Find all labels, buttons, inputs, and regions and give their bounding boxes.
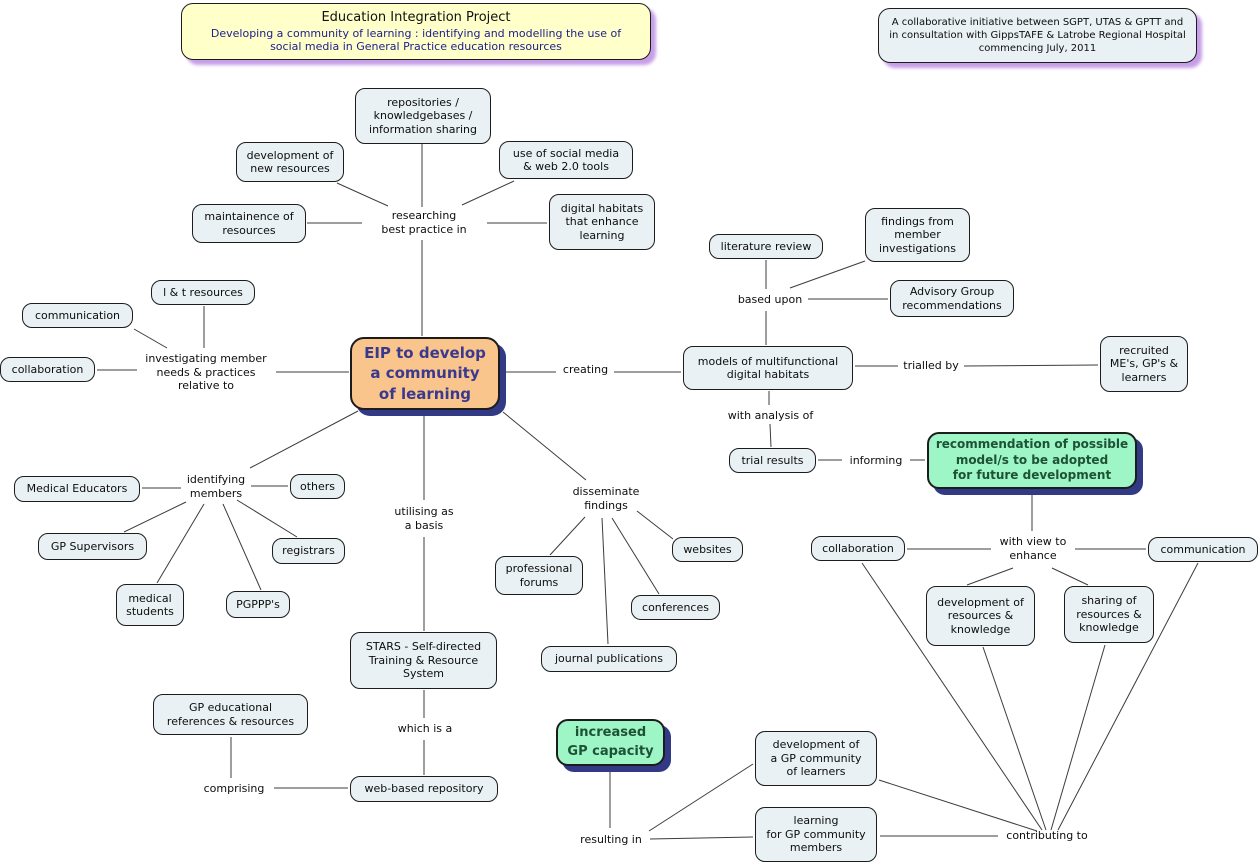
link-with-analysis-of[interactable]: with analysis of <box>727 408 814 422</box>
link-resulting-in[interactable]: resulting in <box>580 832 642 846</box>
node-professional-forums[interactable]: professional forums <box>495 556 583 595</box>
collaboration-info-box[interactable]: A collaborative initiative between SGPT,… <box>878 8 1197 63</box>
link-contributing-to[interactable]: contributing to <box>1006 828 1088 842</box>
node-stars-system[interactable]: STARS - Self-directed Training & Resourc… <box>350 632 497 689</box>
link-informing[interactable]: informing <box>849 453 903 467</box>
node-gp-supervisors[interactable]: GP Supervisors <box>38 533 147 560</box>
node-pgppp[interactable]: PGPPP's <box>226 591 290 618</box>
node-gp-educational-resources[interactable]: GP educational references & resources <box>153 694 308 735</box>
node-models-digital-habitats[interactable]: models of multifunctional digital habita… <box>683 346 853 390</box>
link-which-is-a[interactable]: which is a <box>397 722 453 736</box>
node-medical-students[interactable]: medical students <box>116 584 184 626</box>
node-gp-community-of-learners[interactable]: development of a GP community of learner… <box>755 731 877 786</box>
node-literature-review[interactable]: literature review <box>709 234 823 259</box>
node-recommendation[interactable]: recommendation of possible model/s to be… <box>927 432 1137 489</box>
project-title: Education Integration Project <box>321 9 511 25</box>
node-conferences[interactable]: conferences <box>631 595 720 620</box>
link-with-view-to-enhance[interactable]: with view to enhance <box>999 535 1067 562</box>
node-development-resources-knowledge[interactable]: development of resources & knowledge <box>926 586 1035 646</box>
node-websites[interactable]: websites <box>672 537 743 562</box>
node-communication-left[interactable]: communication <box>22 303 133 328</box>
project-subtitle: Developing a community of learning : ide… <box>210 26 622 53</box>
node-lt-resources[interactable]: l & t resources <box>151 280 255 305</box>
node-journal-publications[interactable]: journal publications <box>541 646 677 672</box>
node-others[interactable]: others <box>290 474 345 499</box>
node-digital-habitats[interactable]: digital habitats that enhance learning <box>549 194 655 250</box>
node-social-media-web2[interactable]: use of social media & web 2.0 tools <box>499 141 633 179</box>
node-collaboration-right[interactable]: collaboration <box>811 536 905 561</box>
link-comprising[interactable]: comprising <box>203 782 265 796</box>
project-title-box[interactable]: Education Integration Project Developing… <box>181 3 651 60</box>
link-trialled-by[interactable]: trialled by <box>903 358 959 372</box>
link-disseminate-findings[interactable]: disseminate findings <box>572 485 640 512</box>
link-researching-best-practice[interactable]: researching best practice in <box>381 209 467 236</box>
node-findings-member-investigations[interactable]: findings from member investigations <box>865 208 970 262</box>
node-advisory-group[interactable]: Advisory Group recommendations <box>890 280 1014 317</box>
node-sharing-resources-knowledge[interactable]: sharing of resources & knowledge <box>1064 586 1154 643</box>
node-web-based-repository[interactable]: web-based repository <box>350 776 498 802</box>
node-eip-central-concept[interactable]: EIP to develop a community of learning <box>350 337 500 410</box>
link-investigating-member-needs[interactable]: investigating member needs & practices r… <box>145 351 267 393</box>
node-increased-gp-capacity[interactable]: increased GP capacity <box>556 719 665 766</box>
node-learning-gp-community[interactable]: learning for GP community members <box>755 807 877 862</box>
node-communication-right[interactable]: communication <box>1148 537 1258 562</box>
link-utilising-as-a-basis[interactable]: utilising as a basis <box>394 504 454 532</box>
node-registrars[interactable]: registrars <box>272 538 345 564</box>
link-creating[interactable]: creating <box>562 363 609 377</box>
node-trial-results[interactable]: trial results <box>729 448 816 473</box>
node-medical-educators[interactable]: Medical Educators <box>14 476 140 502</box>
node-recruited-learners[interactable]: recruited ME's, GP's & learners <box>1100 336 1188 392</box>
link-based-upon[interactable]: based upon <box>737 292 803 306</box>
node-collaboration-left[interactable]: collaboration <box>0 357 95 382</box>
node-maintainence-resources[interactable]: maintainence of resources <box>192 204 306 243</box>
node-repositories[interactable]: repositories / knowledgebases / informat… <box>355 88 491 144</box>
node-development-new-resources[interactable]: development of new resources <box>236 142 344 182</box>
link-identifying-members[interactable]: identifying members <box>186 472 246 500</box>
